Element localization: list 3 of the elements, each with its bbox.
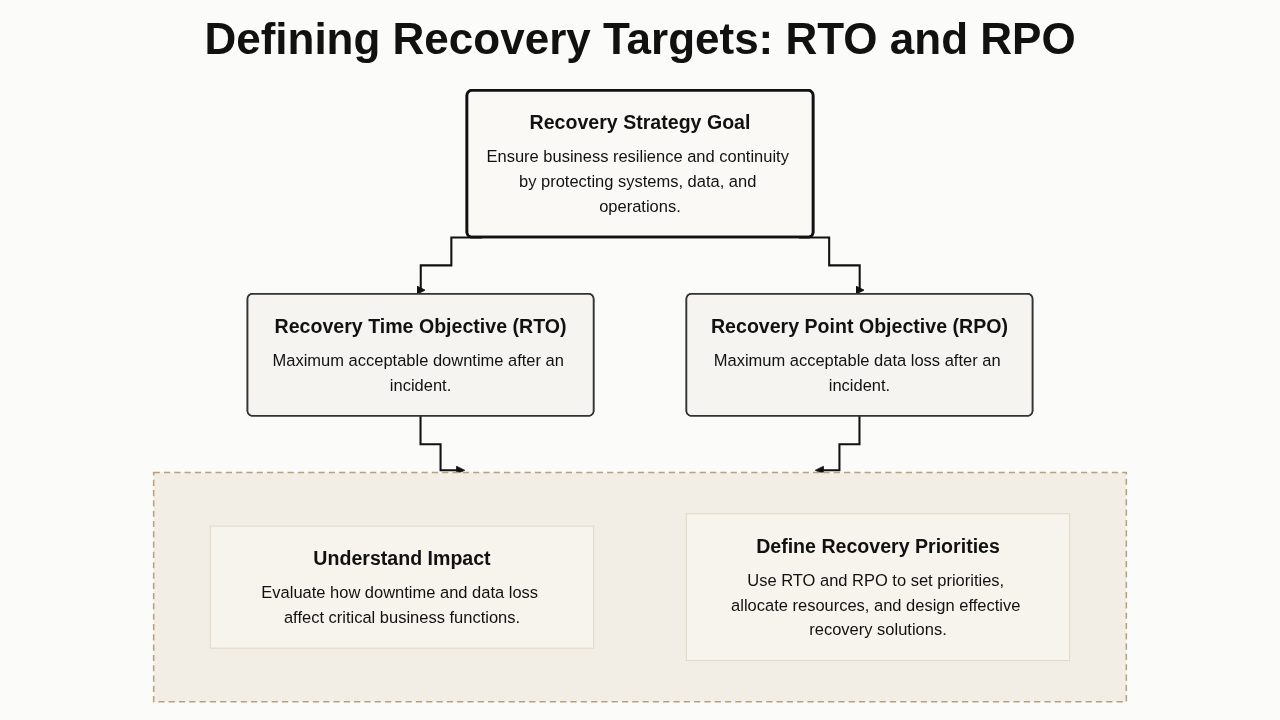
node-box: Define Recovery Priorities Use RTO and RPO to set priorities, allocate resources, and design effective recovery solutions. xyxy=(685,513,1071,662)
node-box: Understand Impact Evaluate how downtime and data loss affect critical business functions. xyxy=(209,525,595,649)
title: Defining Recovery Targets: RTO and RPO xyxy=(204,14,1076,64)
